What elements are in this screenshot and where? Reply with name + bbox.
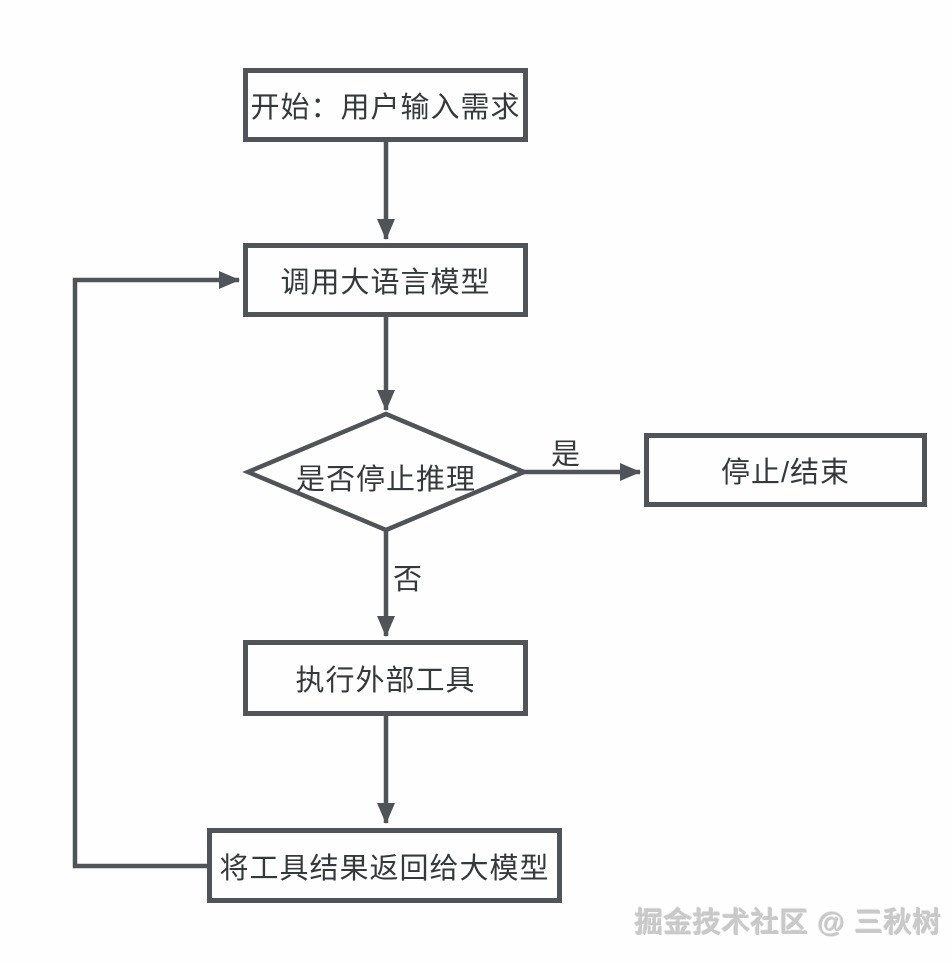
node-execute-tools: 执行外部工具 — [243, 640, 528, 716]
watermark: 掘金技术社区 @ 三秋树 — [635, 907, 942, 938]
node-decision-label: 是否停止推理 — [295, 464, 476, 496]
edge-label-no: 否 — [393, 564, 423, 596]
node-stop: 停止/结束 — [644, 433, 927, 507]
edge-return-results-to-call-llm-loop — [72, 271, 240, 869]
node-decision-shape — [242, 411, 530, 533]
node-start: 开始：用户输入需求 — [243, 68, 528, 142]
edge-label-yes: 是 — [551, 439, 581, 471]
node-call-llm: 调用大语言模型 — [243, 243, 528, 317]
node-return-results: 将工具结果返回给大模型 — [207, 828, 562, 903]
